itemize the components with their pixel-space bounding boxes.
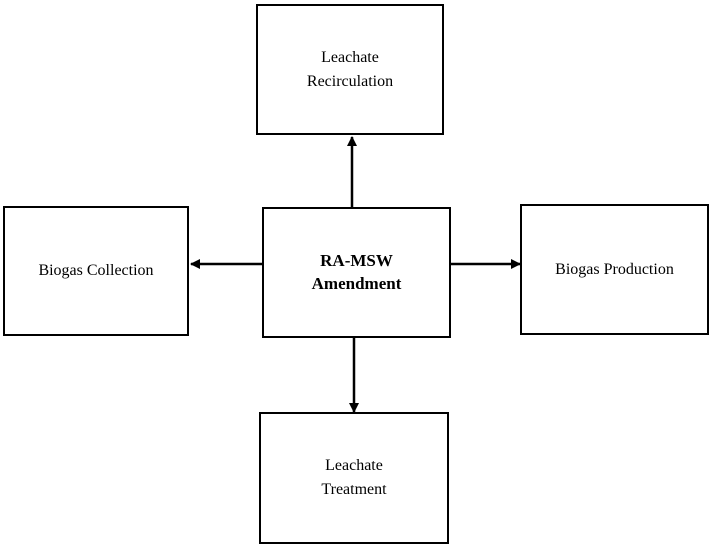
- ra-msw-amendment-label-line1: RA-MSW: [320, 250, 393, 270]
- biogas-collection-label: Biogas Collection: [38, 262, 154, 279]
- biogas-production-box: Biogas Production: [520, 204, 709, 335]
- leachate-treatment-label-line1: Leachate: [325, 457, 383, 474]
- ra-msw-amendment-box: RA-MSW Amendment: [262, 207, 451, 338]
- leachate-recirculation-label-line2: Recirculation: [306, 72, 394, 90]
- leachate-treatment-label-line2: Treatment: [321, 481, 387, 498]
- leachate-recirculation-box: Leachate Recirculation: [256, 4, 444, 135]
- biogas-collection-box: Biogas Collection: [3, 206, 189, 336]
- leachate-recirculation-label-line1: Leachate: [321, 48, 379, 66]
- ra-msw-amendment-label-line2: Amendment: [311, 273, 402, 293]
- biogas-production-label: Biogas Production: [555, 260, 674, 278]
- leachate-treatment-box: Leachate Treatment: [259, 412, 449, 544]
